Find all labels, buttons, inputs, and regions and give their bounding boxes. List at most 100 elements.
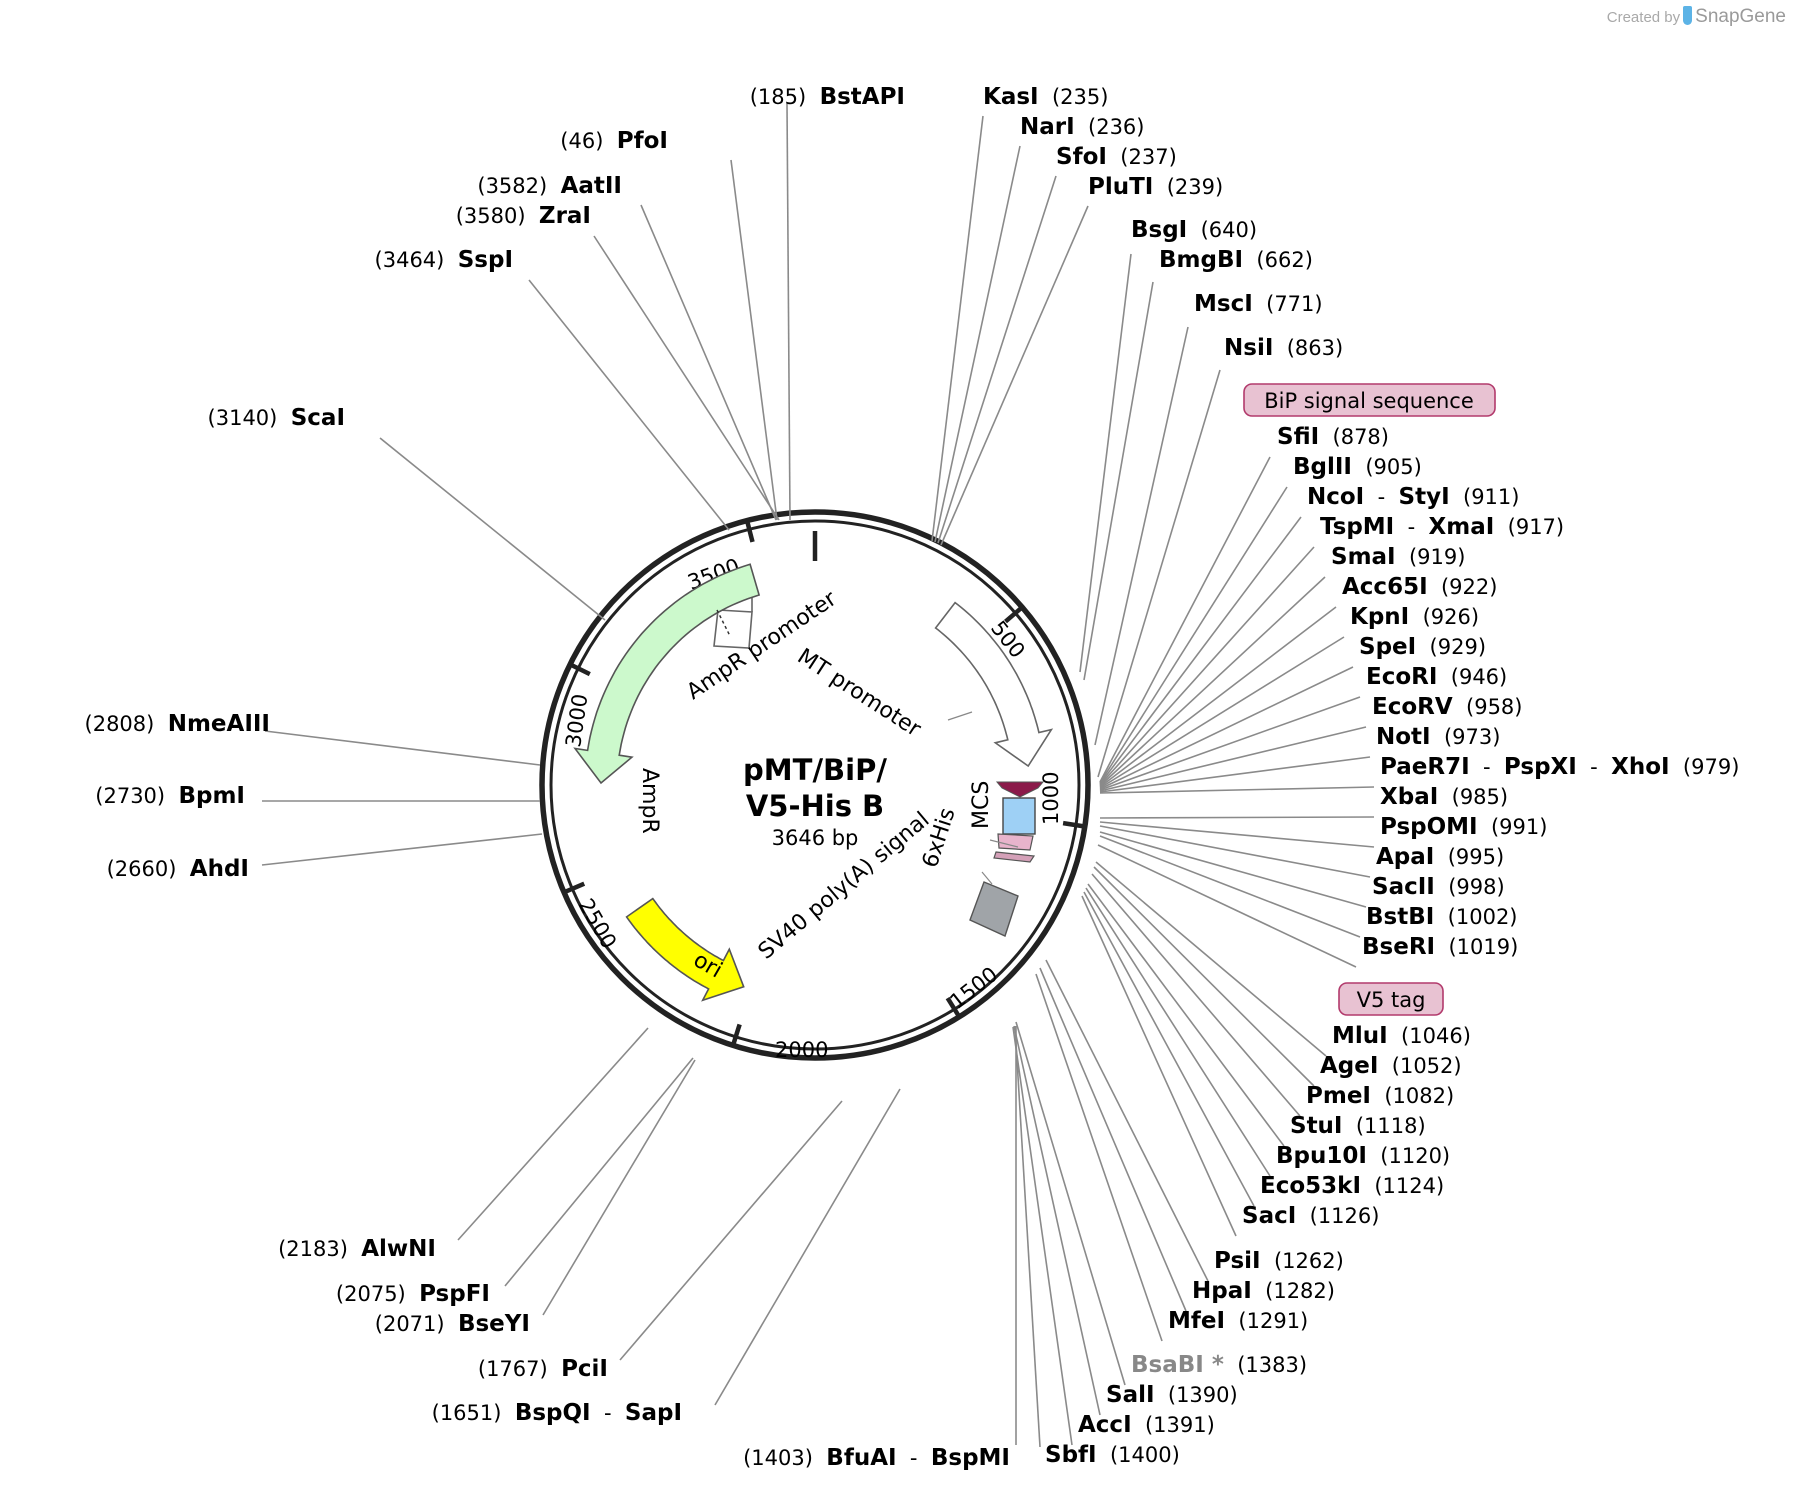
backbone-inner-strand [549, 519, 1081, 1051]
site-leader-line [1099, 726, 1367, 792]
site-label-text: (3464) SspI [375, 247, 513, 273]
site-enzyme-name: PspXI [1504, 754, 1577, 780]
site-label-text: PluTI (239) [1088, 174, 1223, 200]
ampr-boundary-line [716, 609, 731, 637]
site-position: (958) [1453, 695, 1523, 719]
site-leader-line [1099, 786, 1375, 794]
site-leader-line [1079, 253, 1132, 673]
site-label: Bpu10I (1120) [1276, 1143, 1450, 1169]
site-position: (911) [1450, 485, 1520, 509]
site-leader-line [1093, 866, 1315, 1087]
site-label: (2660) AhdI [107, 856, 249, 882]
site-enzyme-name: BspQI [515, 1400, 591, 1426]
site-label: KpnI (926) [1350, 604, 1479, 630]
site-label-text: SacII (998) [1372, 874, 1505, 900]
site-label-text: KasI (235) [983, 84, 1108, 110]
site-label: EcoRI (946) [1366, 664, 1507, 690]
site-leader-line [264, 730, 541, 766]
site-leader-line [934, 145, 1021, 543]
site-label-text: MluI (1046) [1332, 1023, 1471, 1049]
site-label: (3582) AatII [477, 173, 622, 199]
site-leader-line [504, 1057, 694, 1287]
site-leader-line [1014, 1025, 1041, 1448]
6xhis-marker [993, 851, 1036, 863]
site-position: (3464) [375, 248, 458, 272]
site-enzyme-name: XbaI [1380, 784, 1438, 810]
site-enzyme-name: KpnI [1350, 604, 1409, 630]
site-labels: (185) BstAPI(46) PfoI(3582) AatII(3580) … [85, 84, 1740, 1471]
site-label-text: SbfI (1400) [1045, 1442, 1180, 1468]
site-label-text: PmeI (1082) [1306, 1083, 1454, 1109]
site-enzyme-name: ScaI [291, 405, 345, 431]
site-label: BsaBI * (1383) [1131, 1352, 1307, 1378]
plasmid-length: 3646 bp [772, 826, 859, 850]
site-enzyme-name: TspMI [1320, 514, 1394, 540]
site-label-text: TspMI - XmaI (917) [1320, 514, 1564, 540]
site-enzyme-name: SacI [1242, 1203, 1296, 1229]
sv40-label-leader [981, 871, 993, 885]
v5-tag-marker [997, 833, 1034, 851]
site-label: (2808) NmeAIII [85, 711, 270, 737]
site-label-text: (2730) BpmI [95, 783, 245, 809]
site-label: PaeR7I - PspXI - XhoI (979) [1380, 754, 1739, 780]
site-position: (1291) [1225, 1309, 1308, 1333]
site-label-text: SfiI (878) [1277, 424, 1389, 450]
ori-arrow [625, 897, 745, 1002]
site-position: (1767) [478, 1357, 561, 1381]
mcs-box [1002, 797, 1036, 835]
site-enzyme-name: AccI [1078, 1412, 1132, 1438]
site-label-text: (1767) PciI [478, 1356, 608, 1382]
site-position: (1651) [432, 1401, 515, 1425]
site-label-text: (3140) ScaI [208, 405, 345, 431]
site-leader-line [1083, 891, 1255, 1207]
site-label: (3580) ZraI [456, 203, 591, 229]
plasmid-name-line1: pMT/BiP/ [743, 753, 887, 787]
site-label: BseRI (1019) [1362, 934, 1518, 960]
snapgene-logo-icon [1683, 6, 1693, 25]
ruler-tick [730, 1023, 742, 1047]
site-position: (929) [1416, 635, 1486, 659]
mcs-label: MCS [969, 781, 994, 829]
site-separator: - [897, 1446, 931, 1470]
site-position: (1126) [1296, 1204, 1379, 1228]
site-enzyme-name: SfoI [1056, 144, 1107, 170]
site-leader-line [1039, 967, 1187, 1312]
site-enzyme-name: NarI [1020, 114, 1075, 140]
site-leader-line [937, 175, 1057, 544]
site-label-text: (2808) NmeAIII [85, 711, 270, 737]
site-label: EcoRV (958) [1372, 694, 1523, 720]
site-leader-line [1099, 486, 1288, 784]
site-enzyme-name: PluTI [1088, 174, 1153, 200]
site-label-text: BglII (905) [1293, 454, 1422, 480]
site-label: PspOMI (991) [1380, 814, 1547, 840]
site-enzyme-name: AgeI [1320, 1053, 1378, 1079]
site-leader-line [1099, 666, 1354, 790]
site-enzyme-name: Acc65I [1342, 574, 1428, 600]
site-position: (1400) [1097, 1443, 1180, 1467]
site-position: (185) [750, 85, 820, 109]
site-enzyme-name: PsiI [1214, 1248, 1261, 1274]
site-leader-line [1099, 825, 1371, 878]
site-label-text: (2071) BseYI [375, 1311, 530, 1337]
site-label: PsiI (1262) [1214, 1248, 1344, 1274]
site-position: (237) [1107, 145, 1177, 169]
site-label-text: SmaI (919) [1331, 544, 1465, 570]
site-enzyme-name: BsgI [1131, 217, 1187, 243]
site-label: StuI (1118) [1290, 1113, 1426, 1139]
site-enzyme-name: ApaI [1376, 844, 1434, 870]
site-position: (2183) [278, 1237, 361, 1261]
site-enzyme-name: NmeAIII [168, 711, 270, 737]
site-leader-line [1045, 959, 1209, 1282]
site-label-text: BsaBI * (1383) [1131, 1352, 1307, 1378]
site-leader-line [1094, 326, 1189, 746]
site-position: (239) [1153, 175, 1223, 199]
site-label-text: XbaI (985) [1380, 784, 1508, 810]
site-enzyme-name: BpmI [178, 783, 245, 809]
site-enzyme-name: SacII [1372, 874, 1435, 900]
site-enzyme-name: HpaI [1192, 1278, 1252, 1304]
site-position: (3140) [208, 406, 291, 430]
site-enzyme-name: MluI [1332, 1023, 1388, 1049]
site-enzyme-name: EcoRV [1372, 694, 1453, 720]
ruler-label: 2000 [775, 1038, 828, 1062]
